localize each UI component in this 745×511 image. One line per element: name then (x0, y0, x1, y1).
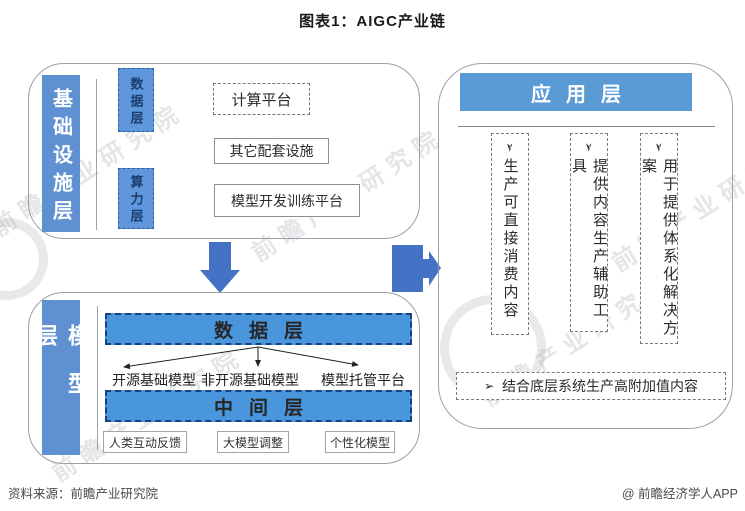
application-divider (458, 126, 715, 127)
page-title: 图表1：AIGC产业链 (299, 13, 446, 30)
app-column-text: 用于提供体系化解决方案 (640, 158, 678, 338)
bottom-note-box: ➢ 结合底层系统生产高附加值内容 (456, 372, 726, 400)
infrastructure-divider (96, 79, 97, 230)
arrow-bullet-icon: ➢ (582, 141, 596, 153)
infrastructure-panel (28, 63, 420, 239)
arrow-bullet-icon: ➢ (652, 141, 666, 153)
app-column-text: 生产可直接消费内容 (501, 158, 519, 320)
compute-layer-chip: 算力层 (118, 168, 154, 229)
computing-platform-box: 计算平台 (213, 83, 310, 115)
model-divider (97, 306, 98, 450)
down-arrow-icon (200, 242, 240, 293)
source-text: 资料来源：前瞻产业研究院 (8, 487, 159, 501)
model-type-hosting: 模型托管平台 (321, 372, 405, 388)
training-platform-box: 模型开发训练平台 (214, 184, 360, 217)
model-label-text: 模型层 (33, 324, 90, 420)
personalized-model-box: 个性化模型 (325, 431, 395, 453)
data-layer-bar: 数据层 (105, 313, 412, 345)
infrastructure-label-text: 基础设施层 (49, 87, 72, 228)
app-column-assist-tools: ➢ 提供内容生产辅助工具 (570, 133, 608, 332)
model-panel (28, 292, 420, 464)
arrow-bullet-icon: ➢ (483, 379, 495, 393)
app-column-text: 提供内容生产辅助工具 (570, 158, 608, 320)
right-arrow-icon (392, 245, 441, 292)
app-column-direct-content: ➢ 生产可直接消费内容 (491, 133, 529, 335)
bottom-note-text: 结合底层系统生产高附加值内容 (502, 378, 699, 394)
supporting-facilities-box: 其它配套设施 (214, 138, 329, 164)
model-type-open-source: 开源基础模型 (112, 372, 196, 388)
fan-arrows-icon (123, 346, 359, 370)
compute-layer-chip-text: 算力层 (128, 175, 144, 226)
app-column-solutions: ➢ 用于提供体系化解决方案 (640, 133, 678, 344)
data-layer-chip: 数据层 (118, 68, 154, 132)
infrastructure-label: 基础设施层 (42, 75, 80, 232)
human-feedback-box: 人类互动反馈 (103, 431, 187, 453)
application-header: 应用层 (460, 73, 692, 111)
model-label: 模型层 (33, 300, 90, 455)
application-panel (438, 63, 733, 429)
model-tuning-box: 大模型调整 (217, 431, 289, 453)
arrow-bullet-icon: ➢ (503, 141, 517, 153)
model-type-closed-source: 非开源基础模型 (201, 372, 299, 388)
middle-layer-bar: 中间层 (105, 390, 412, 422)
brand-text: @ 前瞻经济学人APP (621, 487, 738, 501)
data-layer-chip-text: 数据层 (128, 76, 144, 128)
